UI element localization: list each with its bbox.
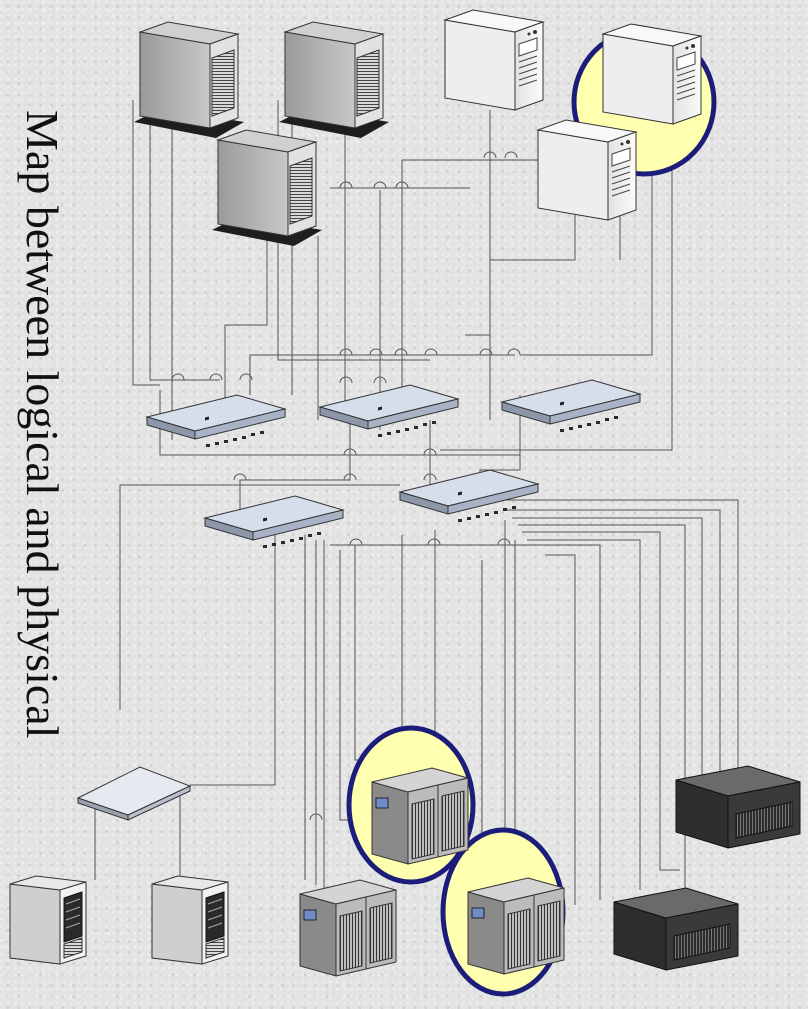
storage-array-icon <box>371 767 469 865</box>
white-tower-server-icon <box>537 119 637 221</box>
storage-array-icon <box>467 877 565 975</box>
dark-server-icon <box>613 887 739 971</box>
network-switch-icon <box>399 469 539 515</box>
wiring <box>94 100 739 990</box>
white-tower-server-icon <box>602 23 702 125</box>
gray-tower-server-icon <box>133 21 245 139</box>
network-switch-icon <box>319 384 459 430</box>
storage-array-icon <box>299 879 397 977</box>
gray-tower-server-icon <box>211 129 323 247</box>
network-switch-icon <box>501 379 641 425</box>
white-tower-server-icon <box>444 9 544 111</box>
slide-title: Map between logical and physical <box>17 110 68 739</box>
wire-crossings <box>171 151 521 821</box>
network-switch-icon <box>146 394 286 440</box>
switch-ports <box>206 416 618 548</box>
dark-server-icon <box>675 765 801 849</box>
hub-icon <box>76 766 192 821</box>
rack-cabinet-icon <box>151 875 229 965</box>
rack-cabinet-icon <box>9 875 87 965</box>
gray-tower-server-icon <box>278 21 390 139</box>
title-container: Map between logical and physical <box>8 110 68 870</box>
network-switch-icon <box>204 495 344 541</box>
